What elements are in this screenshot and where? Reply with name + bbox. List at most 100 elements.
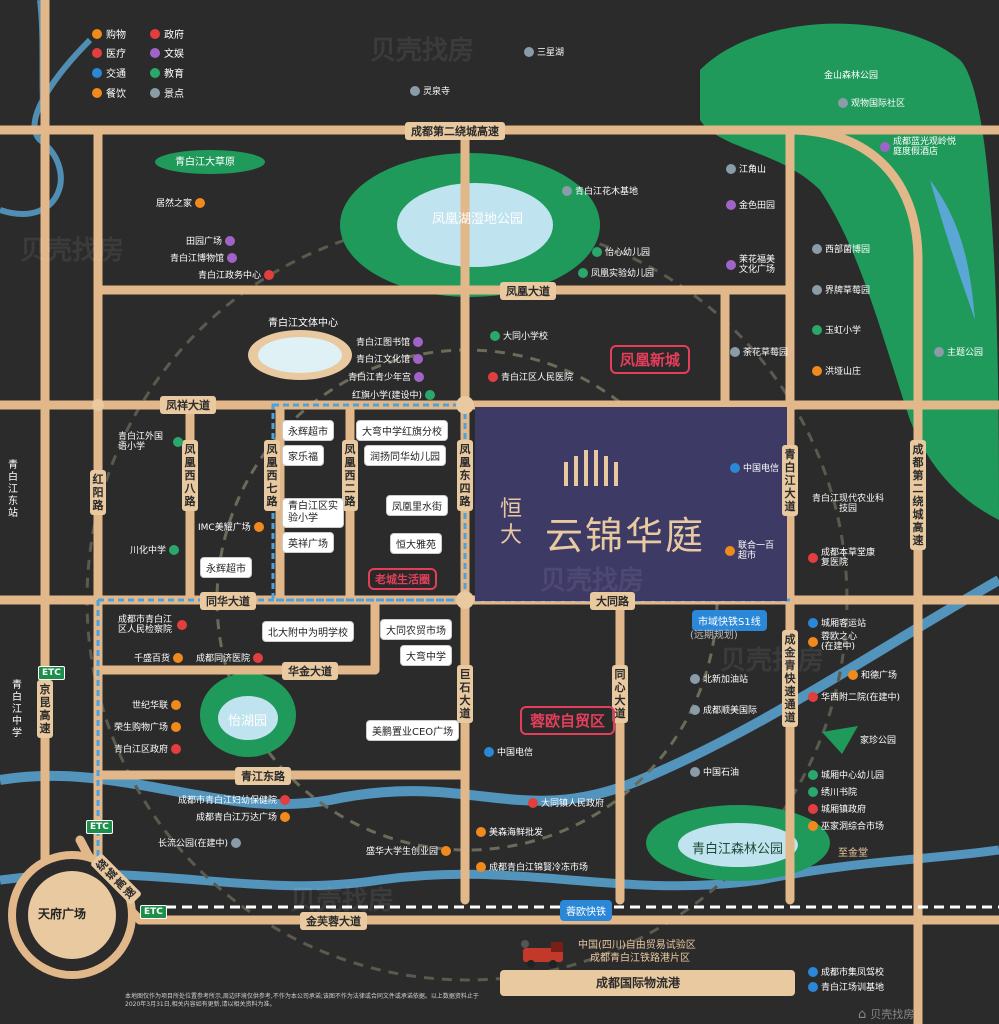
food-icon: [92, 87, 102, 98]
logistics-port: 成都国际物流港: [596, 976, 681, 990]
shopping-bag-icon: [92, 28, 102, 39]
poi-foreign-primary: 青白江外国语小学: [118, 432, 183, 452]
footnote: 本地图仅作为项目所处位置参考所示,周边环境仅供参考,不作为本公司承诺;该图不作为…: [125, 993, 479, 1008]
education-icon: [150, 67, 160, 78]
road-huajin: 华金大道: [282, 662, 338, 680]
bus-icon: [92, 67, 102, 78]
box-dawan-middle: 大弯中学: [400, 645, 452, 666]
poi-hede: 和德广场: [848, 668, 897, 681]
poi-rongsheng: 荣生购物广场: [114, 720, 182, 733]
poi-tongji: 成都同济医院: [196, 651, 264, 664]
etc-badge-2: ETC: [86, 820, 113, 834]
poi-datong-gov: 大同镇人民政府: [528, 796, 604, 809]
box-datong-market: 大同农贸市场: [380, 619, 452, 640]
poi-library: 青白江图书馆: [356, 335, 424, 348]
road-jingkun: 京昆高速: [37, 680, 53, 738]
legend-transport: 交通: [92, 65, 126, 80]
poi-lianhe: 联合一百超市: [725, 541, 780, 561]
zone-old-city: 老城生活圈: [368, 568, 437, 590]
box-yonghui-1: 永辉超市: [282, 420, 334, 441]
etc-badge-1: ETC: [38, 666, 65, 680]
poi-driving-school: 成都市集凤驾校: [808, 965, 884, 978]
box-fenghuangli: 凤凰里水街: [386, 495, 448, 516]
box-meipeng-ceo: 美鹏置业CEO广场: [366, 720, 460, 741]
poi-chengxiang-gov: 城厢镇政府: [808, 802, 866, 815]
poi-shunmei: 成都顺美国际: [690, 703, 757, 716]
poi-telecom-2: 中国电信: [484, 745, 533, 758]
box-dawan-hongqi: 大弯中学红旗分校: [356, 420, 448, 441]
star-icon: [150, 28, 160, 39]
box-runyang-kindergarten: 润扬同华幼儿园: [364, 445, 446, 466]
poi-guanwu: 观物国际社区: [838, 96, 905, 109]
poi-telecom-1: 中国电信: [730, 461, 779, 474]
poi-museum: 青白江博物馆: [170, 251, 238, 264]
road-fenghuang: 凤凰大道: [500, 282, 556, 300]
project-area: [475, 407, 787, 601]
road-fh-east4: 凤凰东四路: [457, 440, 473, 511]
poi-wanda: 成都青白江万达广场: [196, 810, 291, 823]
poi-imc: IMC美耀广场: [198, 520, 264, 533]
cross-icon: [92, 47, 102, 58]
poi-procuratorate: 成都市青白江区人民检察院: [118, 615, 187, 635]
road-fengxiang: 凤祥大道: [160, 396, 216, 414]
poi-xiuchuan: 绣川书院: [808, 785, 857, 798]
ftz-title-2: 成都青白江铁路港片区: [590, 953, 690, 964]
watermark: 贝壳找房: [720, 646, 825, 676]
poi-datong-primary: 大同小学校: [490, 329, 548, 342]
poi-yuhong: 玉虹小学: [812, 323, 861, 336]
legend-education: 教育: [150, 65, 184, 80]
tianfu-square: 天府广场: [38, 907, 87, 921]
poi-jiazhen: 家珍公园: [860, 736, 897, 746]
poi-hongqi-school: 红旗小学(建设中): [352, 388, 436, 401]
ftz-title-1: 中国(四川)自由贸易试验区: [578, 940, 696, 951]
box-hengda-yayuan: 恒大雅苑: [390, 533, 442, 554]
poi-bluelight-hotel: 成都蓝光观岭悦庭度假酒店: [880, 137, 957, 157]
box-yonghui-2: 永辉超市: [200, 557, 252, 578]
poi-shenghua: 盛华大学生创业园: [366, 844, 452, 857]
poi-golden-field: 金色田园: [726, 198, 775, 211]
etc-badge-3: ETC: [140, 905, 167, 919]
metro-s1-label: 市域快铁S1线: [692, 610, 767, 631]
park-forest: 青白江森林公园: [692, 842, 784, 857]
project-name: 云锦华庭: [545, 514, 706, 558]
road-ring2-vertical: 成都第二绕城高速: [910, 440, 926, 550]
road-ring2: 成都第二绕城高速: [405, 122, 505, 140]
poi-lingquan: 灵泉寺: [410, 84, 450, 97]
road-datong: 大同路: [590, 592, 635, 610]
park-yihu: 怡湖园: [228, 714, 268, 729]
poi-sanxinghu: 三星湖: [524, 45, 564, 58]
project-brand: 恒大: [500, 497, 523, 548]
poi-fh-kg: 凤凰实验幼儿园: [578, 266, 654, 279]
legend-scenery: 景点: [150, 85, 184, 100]
poi-bencaotang: 成都本草堂康复医院: [808, 548, 877, 568]
road-hongyang: 红阳路: [90, 470, 106, 515]
watermark: 贝壳找房: [20, 236, 125, 266]
park-grassland: 青白江大草原: [175, 157, 235, 168]
poi-rongou-heart: 蓉欧之心(在建中): [808, 632, 867, 652]
poi-beixin-gas: 北新加油站: [690, 672, 748, 685]
road-qingjiang-east: 青江东路: [235, 767, 291, 785]
box-carrefour: 家乐福: [282, 445, 324, 466]
poi-chengxiang-bus: 城厢客运站: [808, 616, 866, 629]
poi-culture-hall: 青白江文化馆: [356, 352, 424, 365]
poi-changliu: 长流公园(在建中): [158, 836, 242, 849]
rongou-rail-label: 蓉欧快铁: [560, 900, 612, 921]
poi-theme-park: 主题公园: [934, 345, 983, 358]
road-jushi: 巨石大道: [457, 665, 473, 723]
box-pku-school: 北大附中为明学校: [262, 621, 354, 642]
road-tongxin: 同心大道: [612, 665, 628, 723]
box-qbj-experimental: 青白江区实验小学: [282, 498, 344, 528]
poi-yixin-kg: 怡心幼儿园: [592, 245, 650, 258]
poi-agri-park: 青白江现代农业科技园: [811, 494, 884, 514]
station-qbj-center: 青白江中学: [12, 680, 22, 739]
station-qbj-east: 青白江东站: [8, 460, 18, 519]
poi-qiansheng: 千盛百货: [134, 651, 184, 664]
poi-mohua: 茉花福美文化广场: [726, 255, 783, 275]
legend-food: 餐饮: [92, 85, 126, 100]
poi-chuanhua: 川化中学: [130, 543, 180, 556]
poi-jinxian: 成都青白江锦賢冷冻市场: [476, 860, 588, 873]
poi-tea-strawberry: 荼花草莓园: [730, 345, 788, 358]
road-jinqing: 成金青快速通道: [782, 630, 798, 727]
